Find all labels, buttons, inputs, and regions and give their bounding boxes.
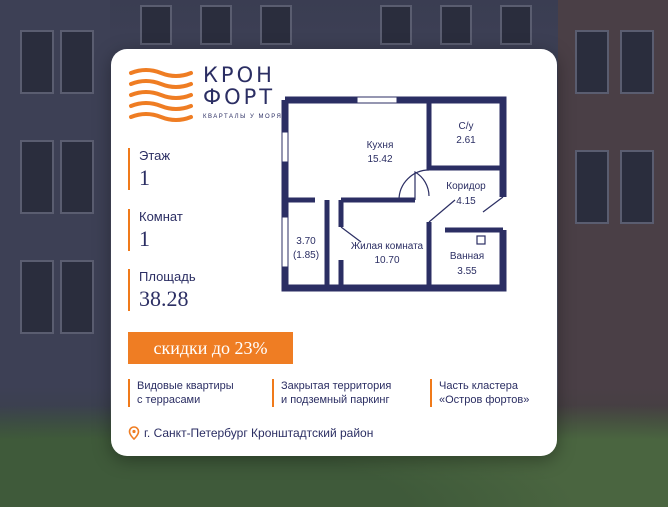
feature-1-line1: Видовые квартиры <box>137 380 234 392</box>
room-corridor-area: 4.15 <box>456 196 476 207</box>
location-pin-icon <box>128 426 140 440</box>
rooms-label: Комнат <box>139 209 183 224</box>
brand-line1: КРОН <box>203 63 275 87</box>
terrace-reduced-area: (1.85) <box>293 250 319 261</box>
feature-2-line1: Закрытая территория <box>281 380 392 392</box>
floor-label: Этаж <box>139 148 171 163</box>
brand-line2: ФОРТ <box>203 85 276 109</box>
area-stat: Площадь 38.28 <box>128 269 196 311</box>
feature-3-line2: «Остров фортов» <box>439 394 530 406</box>
brand-name: КРОН ФОРТ КВАРТАЛЫ У МОРЯ <box>203 64 282 120</box>
area-value: 38.28 <box>139 286 189 311</box>
room-living-area: 10.70 <box>374 255 399 266</box>
room-bath-area: 3.55 <box>457 266 477 277</box>
discount-badge: скидки до 23% <box>128 332 293 364</box>
feature-cluster: Часть кластера «Остров фортов» <box>430 379 529 407</box>
rooms-stat: Комнат 1 <box>128 209 183 251</box>
address: г. Санкт-Петербург Кронштадтский район <box>128 426 373 440</box>
kron-fort-logo-icon <box>129 68 193 122</box>
apartment-card: КРОН ФОРТ КВАРТАЛЫ У МОРЯ Этаж 1 Комнат … <box>111 49 557 456</box>
rooms-value: 1 <box>139 226 150 251</box>
feature-2-line2: и подземный паркинг <box>281 394 390 406</box>
area-label: Площадь <box>139 269 196 284</box>
floor-plan: Кухня 15.42 С/у 2.61 Коридор 4.15 Жилая … <box>281 96 507 292</box>
feature-1-line2: с террасами <box>137 394 201 406</box>
terrace-area: 3.70 <box>296 236 316 247</box>
floor-value: 1 <box>139 165 150 190</box>
feature-territory: Закрытая территория и подземный паркинг <box>272 379 391 407</box>
address-text: г. Санкт-Петербург Кронштадтский район <box>144 426 374 440</box>
feature-terraces: Видовые квартиры с террасами <box>128 379 234 407</box>
room-kitchen-name: Кухня <box>367 140 394 151</box>
brand-tagline: КВАРТАЛЫ У МОРЯ <box>203 114 283 120</box>
room-corridor-name: Коридор <box>446 181 486 192</box>
room-wc-name: С/у <box>459 121 474 132</box>
room-wc-area: 2.61 <box>456 135 476 146</box>
feature-3-line1: Часть кластера <box>439 380 519 392</box>
room-bath-name: Ванная <box>450 251 484 262</box>
room-kitchen-area: 15.42 <box>367 154 392 165</box>
floor-stat: Этаж 1 <box>128 148 170 190</box>
room-living-name: Жилая комната <box>351 241 424 252</box>
